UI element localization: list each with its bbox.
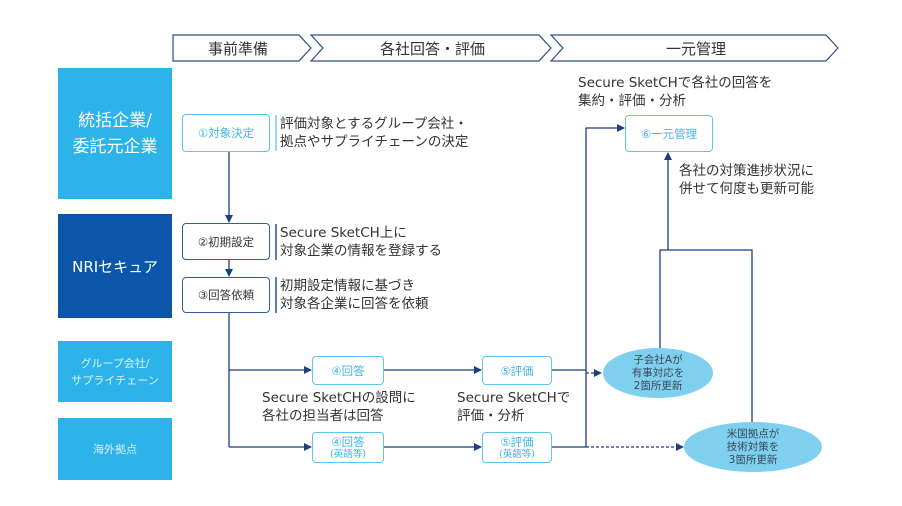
step-label: ②初期設定 [197,234,255,249]
step-sublabel: (英語等) [330,449,366,460]
lane-overseas: 海外拠点 [58,418,172,480]
step-6-central-management[interactable]: ⑥一元管理 [625,115,713,152]
phase-prep: 事前準備 [207,39,268,58]
step-5-evaluate[interactable]: ⑤評価 [482,356,552,385]
phase-chevron-manage [549,34,839,62]
phase-chevron-answer [309,34,552,62]
step-label: ④回答 [331,363,365,378]
lane-parent-company: 統括企業/ 委託元企業 [58,68,172,199]
step-2-initial-setup[interactable]: ②初期設定 [182,223,270,260]
desc-evaluate: Secure SketCHで 評価・分析 [457,390,571,424]
line-update-a-up [659,249,753,422]
step-label: ③回答依頼 [197,288,255,302]
step-sublabel: (英語等) [499,449,535,460]
update-us-site: 米国拠点が 技術対策を 3箇所更新 [684,422,822,472]
step-1-target-decision[interactable]: ①対象決定 [182,114,270,152]
phase-central-management: 一元管理 [665,39,726,58]
step-label: ⑤評価 [500,435,534,449]
desc-request-answer: 初期設定情報に基づき 対象各企業に回答を依頼 [275,277,429,313]
desc-answer: Secure SketCHの設問に 各社の担当者は回答 [262,390,416,424]
update-subsidiary-a: 子会社Aが 有事対応を 2箇所更新 [603,348,713,398]
desc-initial-setup: Secure SketCH上に 対象企業の情報を登録する [275,224,442,260]
step-3-request-answer[interactable]: ③回答依頼 [182,277,270,313]
lane-nri-secure: NRIセキュア [58,214,172,318]
arrow-to-s6 [585,124,625,447]
step-label: ⑥一元管理 [640,126,698,141]
desc-aggregate: Secure SketCHで各社の回答を 集約・評価・分析 [578,75,773,109]
lane-group-supply-chain: グループ会社/ サプライチェーン [58,341,172,402]
desc-update-anytime: 各社の対策進捗状況に 併せて何度も更新可能 [679,163,814,197]
phase-chevron-prep [172,34,312,62]
step-4-answer-english[interactable]: ④回答(英語等) [312,432,384,463]
step-label: ⑤評価 [500,363,534,378]
step-label: ①対象決定 [197,126,255,140]
step-5-evaluate-english[interactable]: ⑤評価(英語等) [482,432,552,463]
step-4-answer[interactable]: ④回答 [312,356,384,385]
phase-answer-evaluate: 各社回答・評価 [379,39,485,58]
step-label: ④回答 [331,435,365,449]
desc-target-decision: 評価対象とするグループ会社・ 拠点やサプライチェーンの決定 [275,115,468,151]
